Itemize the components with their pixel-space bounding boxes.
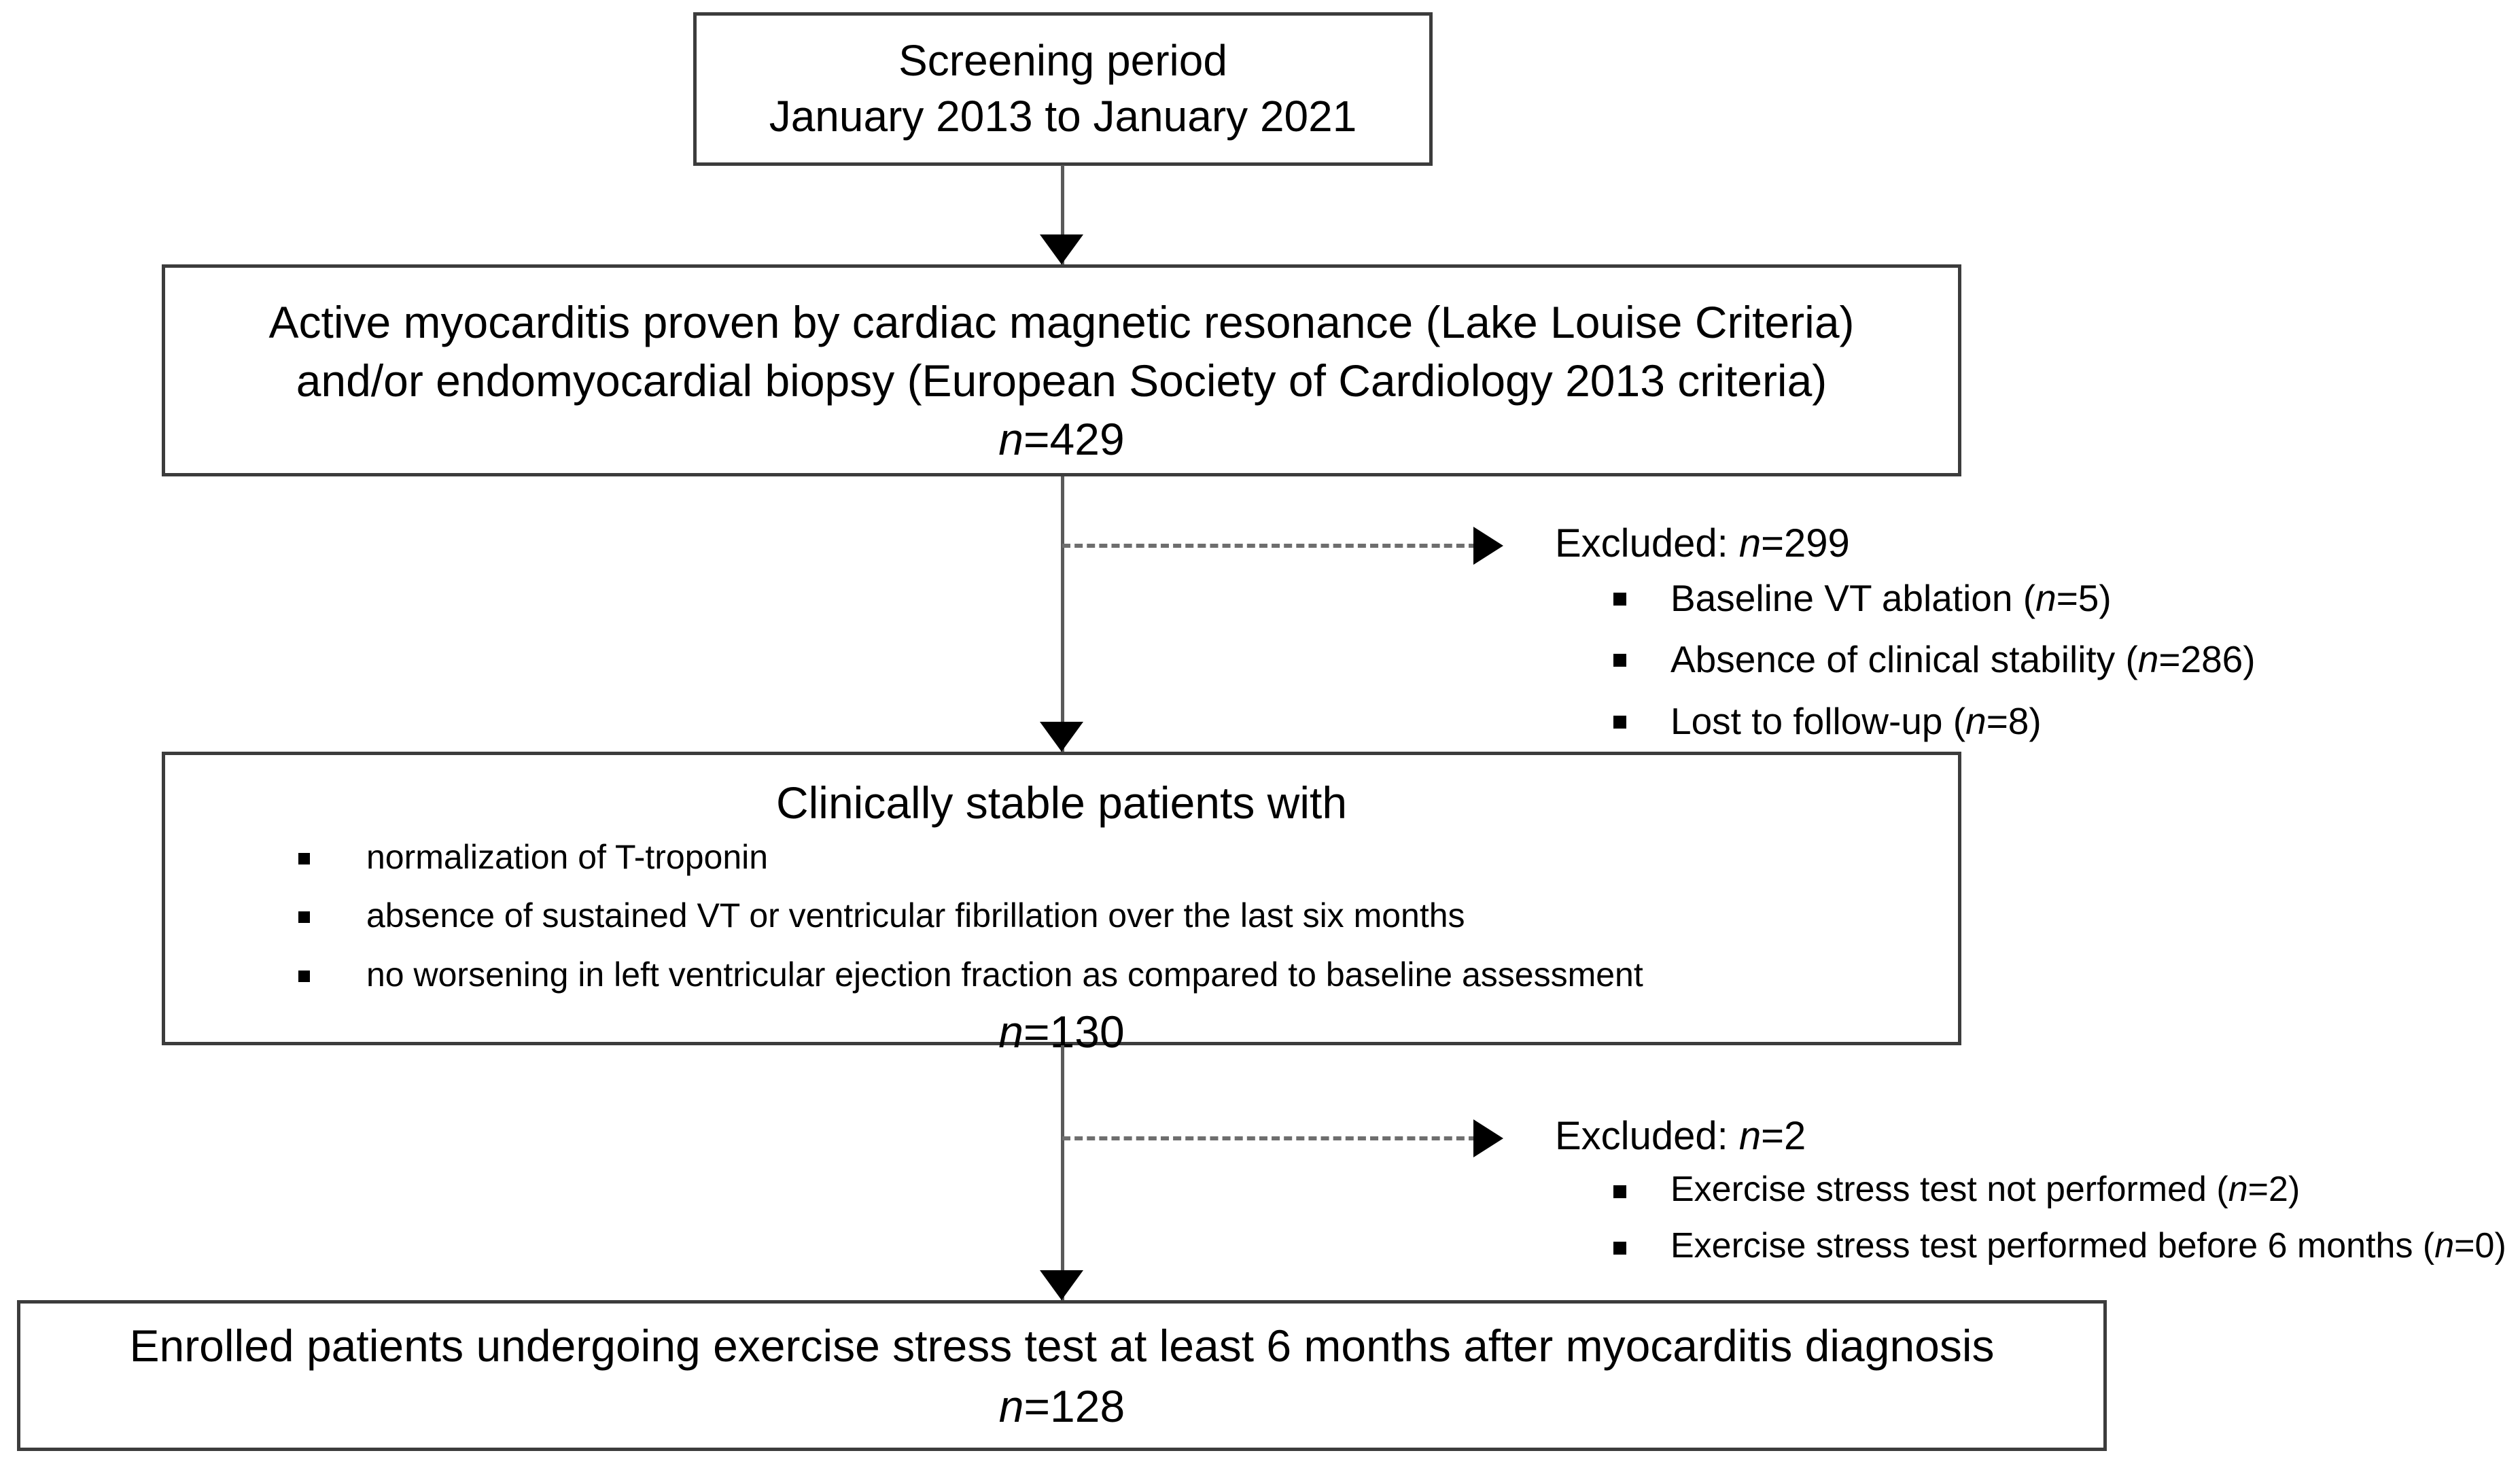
n-value: =8)	[1986, 699, 2042, 742]
excluded-1-list: Baseline VT ablation (n=5) Absence of cl…	[1555, 578, 2256, 742]
n-symbol: n	[998, 413, 1024, 464]
n-symbol: n	[2137, 638, 2159, 681]
bullet-square-icon	[1613, 1241, 1626, 1255]
n-symbol: n	[1738, 521, 1762, 565]
n-value: =2	[1761, 1114, 1806, 1158]
proven-line-2: and/or endomyocardial biopsy (European S…	[296, 355, 1827, 406]
excluded-2-list: Exercise stress test not performed (n=2)…	[1555, 1170, 2506, 1265]
excluded-1-item-1-text: Absence of clinical stability (	[1670, 638, 2138, 681]
excluded-2-item-1-text: Exercise stress test performed before 6 …	[1670, 1225, 2435, 1265]
excluded-1-title: Excluded: n=299	[1555, 522, 2256, 565]
list-item: no worsening in left ventricular ejectio…	[298, 957, 1958, 993]
list-item: absence of sustained VT or ventricular f…	[298, 898, 1958, 934]
n-value: =2)	[2247, 1169, 2300, 1209]
arrowhead-down-icon	[1040, 1270, 1083, 1300]
list-item: Absence of clinical stability (n=286)	[1613, 639, 2256, 680]
bullet-square-icon	[1613, 715, 1626, 729]
n-symbol: n	[2228, 1169, 2248, 1209]
n-symbol: n	[2434, 1225, 2455, 1265]
enrolled-count: n=128	[20, 1376, 2103, 1437]
n-value: =128	[1023, 1381, 1125, 1432]
bullet-square-icon	[298, 852, 310, 864]
excluded-1-title-prefix: Excluded:	[1555, 521, 1739, 565]
dashed-connector-excluded-2	[1062, 1136, 1477, 1140]
excluded-2-item-0-text: Exercise stress test not performed (	[1670, 1169, 2228, 1209]
connector-proven-to-stable	[1061, 476, 1064, 752]
bullet-square-icon	[1613, 654, 1626, 667]
stable-bullet-1: absence of sustained VT or ventricular f…	[366, 896, 1465, 935]
stable-heading: Clinically stable patients with	[775, 777, 1348, 828]
excluded-panel-1: Excluded: n=299 Baseline VT ablation (n=…	[1555, 522, 2256, 741]
dashed-connector-excluded-1	[1062, 544, 1477, 548]
list-item: Exercise stress test not performed (n=2)	[1613, 1170, 2506, 1209]
n-symbol: n	[1965, 699, 1987, 742]
excluded-2-title: Excluded: n=2	[1555, 1115, 2506, 1158]
list-item: Lost to follow-up (n=8)	[1613, 701, 2256, 742]
box-enrolled-patients: Enrolled patients undergoing exercise st…	[17, 1300, 2107, 1451]
excluded-2-title-prefix: Excluded:	[1555, 1114, 1739, 1158]
arrowhead-down-icon	[1040, 234, 1083, 264]
n-symbol: n	[2035, 576, 2057, 619]
list-item: normalization of T-troponin	[298, 839, 1958, 875]
n-value: =429	[1023, 413, 1125, 464]
screening-line-2: January 2013 to January 2021	[769, 92, 1357, 141]
arrowhead-down-icon	[1040, 722, 1083, 752]
list-item: Baseline VT ablation (n=5)	[1613, 578, 2256, 619]
list-item: Exercise stress test performed before 6 …	[1613, 1225, 2506, 1265]
proven-count: n=429	[165, 410, 1958, 469]
box-active-myocarditis-proven: Active myocarditis proven by cardiac mag…	[162, 264, 1961, 476]
stable-count: n=130	[165, 1003, 1958, 1062]
connector-stable-to-enrolled	[1061, 1045, 1064, 1300]
n-value: =299	[1761, 521, 1850, 565]
excluded-panel-2: Excluded: n=2 Exercise stress test not p…	[1555, 1115, 2506, 1283]
arrowhead-right-icon	[1473, 1119, 1503, 1157]
box-clinically-stable-patients: Clinically stable patients with normaliz…	[162, 752, 1961, 1057]
n-symbol: n	[1738, 1114, 1762, 1158]
bullet-square-icon	[1613, 592, 1626, 606]
n-value: =130	[1023, 1007, 1125, 1058]
excluded-1-item-2-text: Lost to follow-up (	[1670, 699, 1966, 742]
n-symbol: n	[998, 1007, 1024, 1058]
proven-line-1: Active myocarditis proven by cardiac mag…	[268, 297, 1855, 347]
excluded-1-item-0-text: Baseline VT ablation (	[1670, 576, 2036, 619]
box-screening-period: Screening period January 2013 to January…	[693, 12, 1433, 166]
bullet-square-icon	[1613, 1185, 1626, 1198]
connector-screening-to-proven	[1061, 165, 1064, 264]
n-value: =5)	[2056, 576, 2112, 619]
n-value: =286)	[2158, 638, 2256, 681]
stable-bullet-0: normalization of T-troponin	[366, 837, 769, 876]
bullet-square-icon	[298, 911, 310, 924]
stable-criteria-list: normalization of T-troponin absence of s…	[165, 839, 1958, 993]
arrowhead-right-icon	[1473, 527, 1503, 565]
screening-line-1: Screening period	[898, 36, 1227, 86]
n-value: =0)	[2454, 1225, 2506, 1265]
bullet-square-icon	[298, 970, 310, 982]
stable-bullet-2: no worsening in left ventricular ejectio…	[366, 955, 1643, 994]
enrolled-line-1: Enrolled patients undergoing exercise st…	[129, 1321, 1995, 1371]
n-symbol: n	[998, 1381, 1024, 1432]
